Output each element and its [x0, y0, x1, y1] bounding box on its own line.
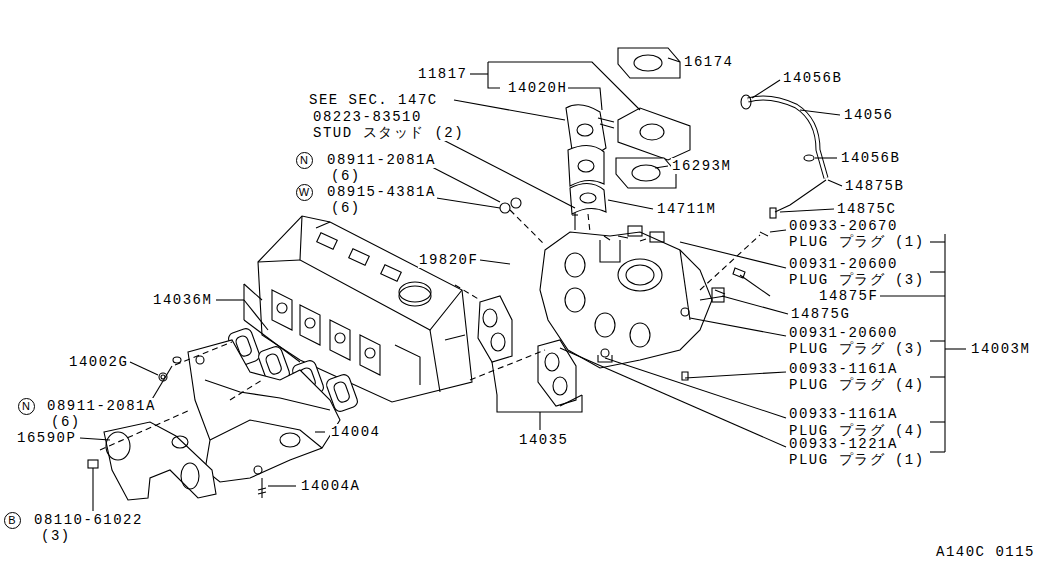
- part-label: PLUG プラグ (1): [788, 234, 926, 250]
- circle-letter: W: [299, 187, 309, 198]
- part-label: 19820F: [418, 252, 479, 268]
- part-label: (6): [330, 200, 362, 216]
- circled-letter: W: [296, 184, 313, 201]
- part-label: 14711M: [656, 201, 717, 217]
- part-label: 11817: [417, 66, 469, 82]
- part-label: 00931-20600: [788, 256, 899, 272]
- part-label: 08911-2081A: [326, 152, 437, 168]
- part-label: 14875F: [818, 288, 879, 304]
- part-label: 14020H: [507, 80, 568, 96]
- part-label: A140C 0115: [935, 544, 1036, 560]
- part-label: 08223-83510: [312, 109, 423, 125]
- part-label: (3): [40, 528, 72, 544]
- part-label: (6): [330, 168, 362, 184]
- circle-letter: B: [8, 515, 15, 526]
- part-label: 14004A: [300, 478, 361, 494]
- part-label: 14003M: [970, 341, 1031, 357]
- adapter-gaskets: [566, 105, 606, 214]
- assembly-lines: [100, 210, 760, 450]
- circled-letter: B: [4, 512, 21, 529]
- part-label: 00933-1161A: [788, 406, 899, 422]
- part-label: 14036M: [152, 292, 213, 308]
- part-label: STUD スタッド (2): [312, 125, 465, 141]
- part-label: 14004: [330, 424, 382, 440]
- part-label: 08911-2081A: [46, 398, 157, 414]
- part-label: 14056B: [840, 150, 901, 166]
- part-label: (6): [50, 414, 82, 430]
- part-label: 14035: [518, 432, 570, 448]
- exhaust-pipe: [104, 422, 216, 500]
- part-label: PLUG プラグ (3): [788, 341, 926, 357]
- part-label: 14875B: [844, 178, 905, 194]
- part-label: 14875G: [790, 306, 851, 322]
- circle-letter: N: [22, 401, 30, 412]
- part-label: SEE SEC. 147C: [308, 92, 439, 108]
- part-label: 14056B: [782, 70, 843, 86]
- part-label: 08110-61022: [33, 512, 144, 528]
- part-label: 16174: [683, 54, 735, 70]
- part-label: 16590P: [16, 430, 77, 446]
- part-label: PLUG プラグ (4): [788, 377, 926, 393]
- part-label: 00931-20600: [788, 325, 899, 341]
- intake-manifold: [540, 226, 725, 380]
- part-label: 14875C: [836, 201, 897, 217]
- leader-lines: [80, 58, 966, 511]
- fasteners: [88, 198, 578, 505]
- part-label: 08915-4381A: [326, 184, 437, 200]
- part-label: PLUG プラグ (1): [788, 452, 926, 468]
- part-label: 16293M: [671, 158, 732, 174]
- circled-letter: N: [296, 152, 313, 169]
- circled-letter: N: [18, 398, 35, 415]
- part-label: PLUG プラグ (3): [788, 272, 926, 288]
- part-label: 00933-20670: [788, 218, 899, 234]
- circle-letter: N: [300, 155, 308, 166]
- part-label: 14056: [843, 107, 895, 123]
- part-label: 00933-1221A: [788, 436, 899, 452]
- part-label: 14002G: [68, 354, 129, 370]
- cylinder-head: [258, 216, 472, 402]
- part-label: 00933-1161A: [788, 361, 899, 377]
